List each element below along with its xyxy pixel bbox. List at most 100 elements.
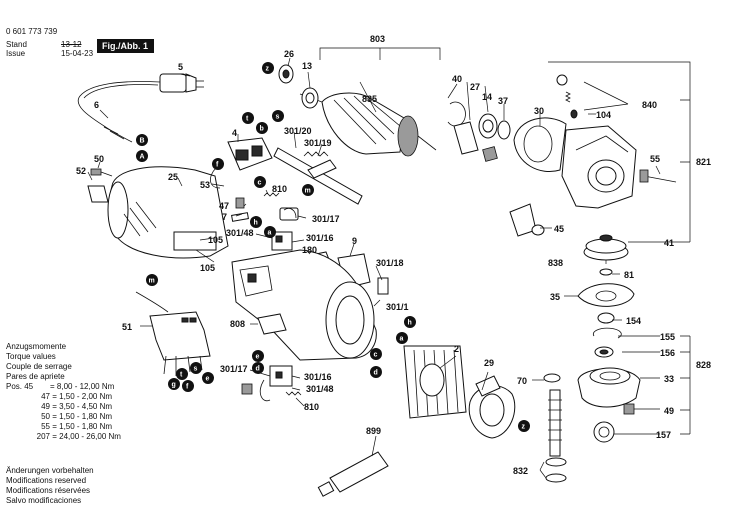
svg-text:B: B [140, 138, 145, 145]
svg-text:s: s [276, 114, 280, 121]
callout-f-top: f [212, 158, 224, 170]
label-301-19: 301/19 [304, 138, 332, 148]
label-301-16-top: 301/16 [306, 233, 334, 243]
callout-m-left: m [146, 274, 158, 286]
label-6: 6 [94, 100, 99, 110]
part-number: 0 601 773 739 [6, 27, 58, 36]
callout-h-mid: h [404, 316, 416, 328]
torque-row: 55 = 1,50 - 1,80 Nm [6, 422, 121, 432]
torque-pos: 207 [36, 432, 50, 441]
bearing-13 [301, 87, 319, 109]
motor-housing [87, 166, 229, 259]
figure-label: Fig./Abb. 1 [97, 39, 154, 53]
armature [299, 92, 437, 157]
bearing-14 [478, 113, 498, 139]
svg-text:m: m [305, 188, 311, 195]
svg-text:c: c [258, 180, 262, 187]
torque-pos: 55 [41, 422, 50, 431]
callout-z-right: z [518, 420, 530, 432]
label-810-bottom: 810 [304, 402, 319, 412]
field-housing [231, 249, 389, 361]
label-104: 104 [596, 110, 611, 120]
svg-text:f: f [216, 162, 219, 169]
insulator-808 [257, 313, 287, 335]
cord-sleeve [87, 185, 109, 203]
spring-301-19 [303, 151, 329, 157]
bearing-154 [597, 312, 615, 324]
label-105-a: 105 [208, 235, 223, 245]
callout-h-top: h [250, 216, 262, 228]
label-53: 53 [200, 180, 210, 190]
callout-g-bottom: g [168, 378, 180, 390]
torque-pos: 50 [41, 412, 50, 421]
svg-text:b: b [260, 126, 264, 133]
seal-157 [593, 421, 615, 443]
label-301-17-top: 301/17 [312, 214, 340, 224]
brush-holder-bottom [241, 365, 302, 402]
part-37 [482, 120, 511, 162]
leader-lines [87, 47, 691, 479]
label-33: 33 [664, 374, 674, 384]
label-41: 41 [664, 238, 674, 248]
label-301-48-top: 301/48 [226, 228, 254, 238]
bearing-flange-33 [577, 367, 641, 408]
label-157: 157 [656, 430, 671, 440]
label-840: 840 [642, 100, 657, 110]
stand-date: 13-12 [61, 40, 82, 49]
plug-body [159, 73, 187, 93]
label-52: 52 [76, 166, 86, 176]
svg-text:z: z [522, 424, 526, 431]
label-4: 4 [232, 128, 237, 138]
notice-fr: Modifications réservées [6, 486, 91, 495]
callout-t-bottom: t [176, 368, 188, 380]
label-70: 70 [517, 376, 527, 386]
label-832: 832 [513, 466, 528, 476]
torque-value: = 1,50 - 2,00 Nm [52, 392, 113, 401]
callout-s-bottom: s [190, 362, 202, 374]
bearing-26 [278, 64, 294, 84]
label-2: 2 [454, 344, 459, 354]
terminal-301-18 [377, 277, 389, 295]
svg-text:g: g [172, 382, 176, 389]
torque-row: 49 = 3,50 - 4,50 Nm [6, 402, 121, 412]
svg-text:e: e [206, 376, 210, 383]
label-40: 40 [452, 74, 462, 84]
label-156: 156 [660, 348, 675, 358]
label-81: 81 [624, 270, 634, 280]
label-155: 155 [660, 332, 675, 342]
label-808: 808 [230, 319, 245, 329]
washer-70 [543, 373, 561, 383]
notice-de: Änderungen vorbehalten [6, 466, 94, 475]
air-baffle-30 [513, 117, 567, 172]
callout-a-mid: a [396, 332, 408, 344]
label-154: 154 [626, 316, 641, 326]
callout-s-top: s [272, 110, 284, 122]
label-899: 899 [366, 426, 381, 436]
callout-d-mid: d [370, 366, 382, 378]
modification-notice: Änderungen vorbehalten Modifications res… [6, 466, 94, 506]
callout-B: B [136, 134, 148, 146]
spindle-lock-104 [556, 74, 578, 119]
power-cord [77, 73, 204, 143]
svg-text:t: t [180, 372, 183, 379]
screw-55 [639, 169, 677, 183]
label-301-48-bottom: 301/48 [306, 384, 334, 394]
label-180: 180 [302, 245, 317, 255]
svg-text:h: h [254, 220, 258, 227]
fan-29 [468, 375, 516, 439]
callout-e-mid: e [252, 350, 264, 362]
callout-t-top: t [242, 112, 254, 124]
label-45: 45 [554, 224, 564, 234]
label-828: 828 [696, 360, 711, 370]
svg-text:c: c [374, 352, 378, 359]
screw-49 [623, 403, 660, 415]
label-29: 29 [484, 358, 494, 368]
torque-table: Anzugsmomente Torque values Couple de se… [6, 342, 121, 442]
label-35: 35 [550, 292, 560, 302]
svg-text:z: z [266, 66, 270, 73]
label-7: 7 [222, 212, 227, 222]
label-14: 14 [482, 92, 492, 102]
torque-pos: 49 [41, 402, 50, 411]
label-51: 51 [122, 322, 132, 332]
